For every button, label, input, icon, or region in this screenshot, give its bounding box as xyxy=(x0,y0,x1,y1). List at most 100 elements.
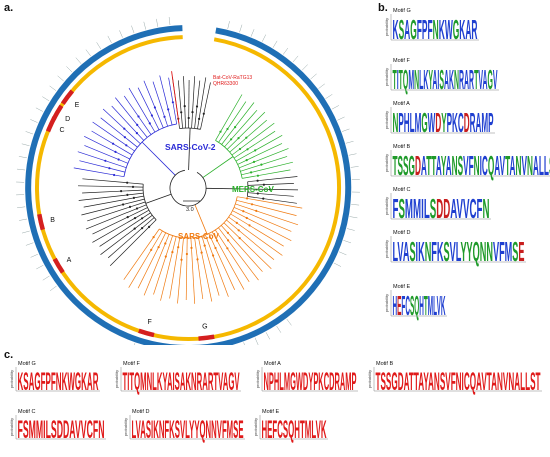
panel-c-motif-sequence: LVASIKNFKSVLYYQNNVFMSE xyxy=(132,416,244,444)
leaf-label-tick xyxy=(134,343,136,345)
ring-marker-label-d: D xyxy=(65,116,70,123)
scale-label: 3.0 xyxy=(186,207,194,213)
panel-b-label: b. xyxy=(378,2,388,14)
panel-c-axis-label: probability xyxy=(255,370,260,388)
batcov-id: QHR63300 xyxy=(213,81,238,87)
panel-b-motif-sequence: LVASIKNFKSVLYYQNNVFMSE xyxy=(393,236,525,267)
leaf-label-tick xyxy=(57,75,64,82)
leaf-label-tick xyxy=(243,342,245,345)
leaf-label-tick xyxy=(254,337,259,345)
panel-b-motif-sequence: HEFCSQHTMLVK xyxy=(393,290,446,321)
panel-a-label: a. xyxy=(4,2,14,14)
ring-marker-label-g: G xyxy=(202,324,207,331)
panel-b-motif-sequence: KSAGFPFNKWGKAR xyxy=(393,14,478,45)
panel-c-motif-sequence: TITQMNLKYAISAKNRARTVAGV xyxy=(123,368,240,396)
panel-c-axis-label: probability xyxy=(9,418,14,436)
leaf-label-tick xyxy=(346,228,355,231)
leaf-label-tick xyxy=(272,40,278,48)
panel-c-label: c. xyxy=(4,349,14,361)
leaf-label-tick xyxy=(96,42,102,50)
panel-b-axis-label: probability xyxy=(384,18,389,36)
batcov-branch xyxy=(171,71,180,124)
ring-marker-label-c: C xyxy=(59,127,64,134)
leaf-label-tick xyxy=(282,47,289,55)
ring-marker-f xyxy=(138,328,155,338)
panel-c-motif-sequence: NPHLMGWDYPKCDRAMP xyxy=(264,368,357,396)
leaf-label-tick xyxy=(18,156,27,159)
panel-b-axis-label: probability xyxy=(384,111,389,129)
panel-c-motif-title: Motif F xyxy=(123,361,140,367)
panel-b-motif-sequence: TSSGDATTAYANSVFNICQAVTANVNALLST xyxy=(393,150,550,181)
leaf-label-tick xyxy=(339,251,347,256)
batcov-label: Bat-CoV-RaTG13 xyxy=(213,75,252,81)
leaf-label-tick xyxy=(168,16,171,26)
ring-marker-label-a: A xyxy=(67,257,72,264)
leaf-label-tick xyxy=(325,94,333,99)
leaf-label-tick xyxy=(301,64,308,71)
leaf-label-tick xyxy=(16,168,26,171)
leaf-label-tick xyxy=(318,83,325,89)
leaf-label-tick xyxy=(66,66,73,73)
panel-c-axis-label: probability xyxy=(367,370,372,388)
leaf-label-tick xyxy=(337,116,345,121)
panel-c-motif-title: Motif B xyxy=(376,361,393,367)
leaf-label-tick xyxy=(349,216,358,219)
leaf-label-tick xyxy=(331,105,340,110)
panel-b-motif-title: Motif F xyxy=(393,58,410,64)
leaf-label-tick xyxy=(30,119,38,123)
ring-marker-g xyxy=(198,334,215,341)
panel-c-motif-title: Motif E xyxy=(262,409,279,415)
leaf-label-tick xyxy=(348,153,357,156)
panel-c-axis-label: probability xyxy=(9,370,14,388)
leaf-label-tick xyxy=(341,128,350,132)
clade-mers-branches xyxy=(202,94,293,179)
leaf-label-tick xyxy=(17,206,26,209)
panel-c-axis-label: probability xyxy=(123,418,128,436)
leaf-label-tick xyxy=(131,25,135,34)
clade-label-sars2: SARS-CoV-2 xyxy=(165,142,216,152)
clade-sars-branches xyxy=(123,196,303,304)
leaf-label-tick xyxy=(350,166,359,168)
panel-c-logo-1: Motif F probability TITQMNLKYAISAKNRARTVAG… xyxy=(114,361,241,396)
leaf-label-tick xyxy=(42,275,50,281)
leaf-label-tick xyxy=(343,240,352,244)
leaf-label-tick xyxy=(286,318,292,326)
leaf-label-tick xyxy=(156,18,159,27)
leaf-label-tick xyxy=(119,30,123,38)
leaf-label-tick xyxy=(36,264,44,270)
panel-c-axis-label: probability xyxy=(114,370,119,388)
clade-sars2-branches xyxy=(73,75,178,178)
panel-b-motif-title: Motif E xyxy=(393,284,410,290)
panel-c-motif-sequence: FSMMILSDDAVVCFN xyxy=(18,416,105,444)
panel-c-motif-title: Motif C xyxy=(18,409,35,415)
clade-label-mers: MERS-CoV xyxy=(232,185,274,194)
leaf-label-tick xyxy=(85,49,91,57)
panel-c-motif-title: Motif G xyxy=(18,361,36,367)
leaf-label-tick xyxy=(75,57,82,64)
leaf-label-tick xyxy=(310,73,317,80)
leaf-label-tick xyxy=(276,325,282,333)
leaf-label-tick xyxy=(250,29,255,37)
ring-marker-d xyxy=(51,104,64,121)
panel-c-logo-0: Motif G probability KSAGFPFNKWGKAR xyxy=(9,361,100,396)
ring-marker-label-b: B xyxy=(50,217,55,224)
panel-b-axis-label: probability xyxy=(384,240,389,258)
panel-b-axis-label: probability xyxy=(384,154,389,172)
leaf-label-tick xyxy=(345,140,354,144)
ring-marker-label-f: F xyxy=(148,319,152,326)
clade-other-branches-right xyxy=(205,176,299,204)
leaf-label-tick xyxy=(49,85,57,91)
leaf-label-tick xyxy=(292,55,299,63)
panel-c-motif-sequence: KSAGFPFNKWGKAR xyxy=(18,368,99,396)
